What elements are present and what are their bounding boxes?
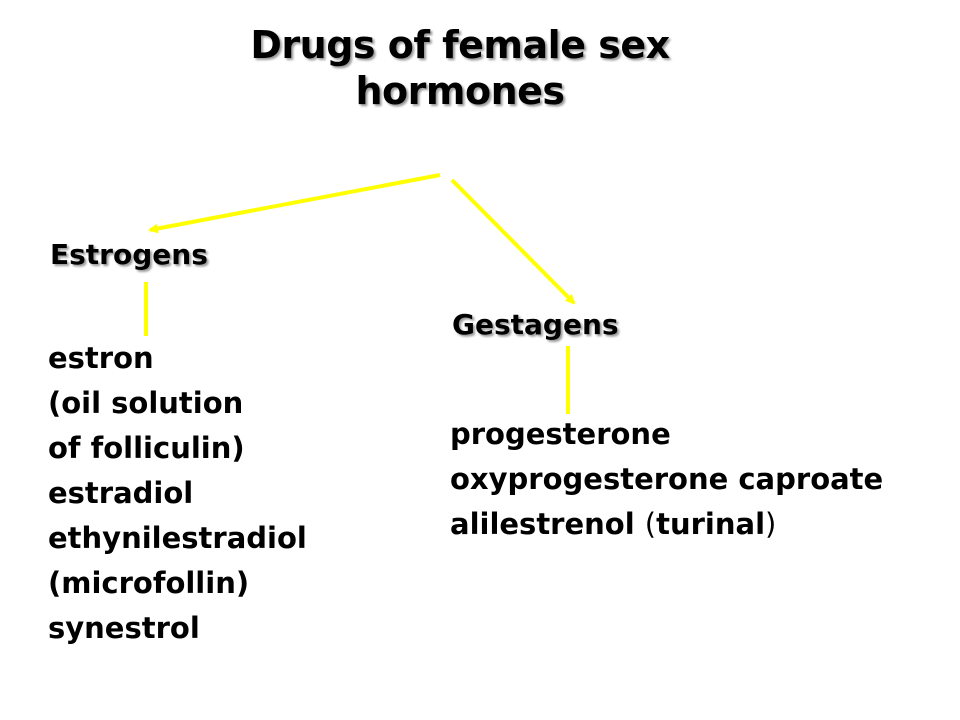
slide-title: Drugs of female sex hormones	[190, 22, 730, 114]
arrow-to-gestagens	[450, 178, 576, 305]
drug-estron: estron	[48, 341, 154, 375]
close-paren: )	[765, 507, 777, 541]
drug-alilestrenol: alilestrenol (turinal)	[450, 502, 883, 547]
drug-estradiol: estradiol	[48, 476, 194, 510]
gestagens-drug-list: progesterone oxyprogesterone caproate al…	[450, 412, 883, 547]
drug-progesterone: progesterone	[450, 417, 671, 451]
estrogens-heading: Estrogens	[50, 238, 208, 271]
drug-turinal: turinal	[656, 507, 766, 541]
gestagens-heading: Gestagens	[452, 308, 619, 341]
drug-estron-note-2: of folliculin)	[48, 431, 245, 465]
drug-microfollin: (microfollin)	[48, 566, 250, 600]
open-paren: (	[644, 507, 657, 541]
drug-oxyprogesterone-caproate: oxyprogesterone caproate	[450, 462, 884, 496]
arrow-to-estrogens	[148, 173, 441, 234]
estrogens-drug-list: estron (oil solution of folliculin) estr…	[48, 336, 307, 651]
drug-synestrol: synestrol	[48, 611, 200, 645]
slide-title-line-1: Drugs of female sex	[250, 23, 670, 67]
drug-alilestrenol-name: alilestrenol	[450, 507, 635, 541]
drug-ethynilestradiol: ethynilestradiol	[48, 521, 307, 555]
drug-estron-note-1: (oil solution	[48, 386, 244, 420]
slide-title-line-2: hormones	[355, 69, 565, 113]
